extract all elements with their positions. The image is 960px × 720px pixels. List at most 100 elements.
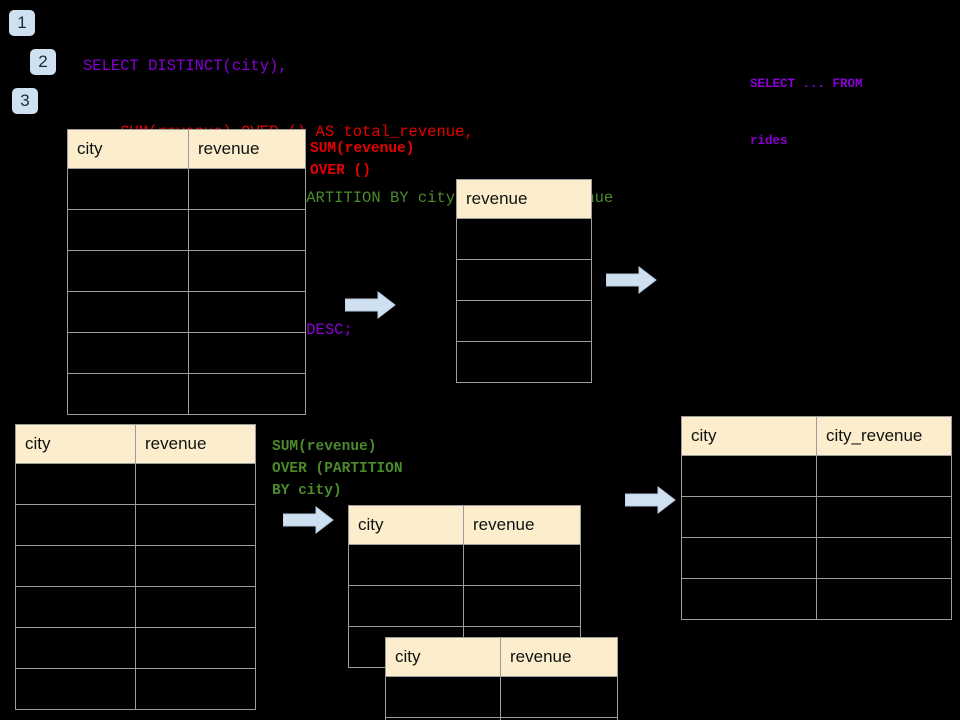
table-header-row: city revenue xyxy=(67,129,306,169)
cell xyxy=(15,463,136,505)
table-source-top: city revenue xyxy=(67,129,306,415)
cell xyxy=(15,627,136,669)
table-row xyxy=(15,668,256,710)
column-header-city: city xyxy=(385,637,501,677)
table-row xyxy=(67,332,306,374)
cell xyxy=(67,373,189,415)
cell xyxy=(385,676,501,718)
cell xyxy=(816,537,952,579)
table-header-row: city revenue xyxy=(385,637,618,677)
table-row xyxy=(67,291,306,333)
side-note-select-from: SELECT ... FROM rides xyxy=(750,37,863,189)
column-header-city-revenue: city_revenue xyxy=(816,416,952,456)
cell xyxy=(188,373,306,415)
column-header-revenue: revenue xyxy=(188,129,306,169)
side-note-line-2: rides xyxy=(750,134,788,148)
table-row xyxy=(348,585,581,627)
annotation-sum-over-empty: SUM(revenue) OVER () xyxy=(310,141,415,179)
cell xyxy=(67,291,189,333)
table-header-row: revenue xyxy=(456,179,592,219)
cell xyxy=(188,250,306,292)
table-body xyxy=(15,463,256,710)
arrow-total-to-result-icon xyxy=(606,265,658,295)
column-header-city: city xyxy=(681,416,817,456)
cell xyxy=(456,300,592,342)
table-row xyxy=(456,300,592,342)
cell xyxy=(456,341,592,383)
cell xyxy=(15,545,136,587)
table-row xyxy=(15,586,256,628)
cell xyxy=(135,545,256,587)
table-row xyxy=(681,537,952,579)
table-row xyxy=(67,373,306,415)
table-source-bottom: city revenue xyxy=(15,424,256,710)
table-row xyxy=(348,544,581,586)
cell xyxy=(681,455,817,497)
cell xyxy=(456,218,592,260)
cell xyxy=(135,627,256,669)
cell xyxy=(500,717,618,720)
table-row xyxy=(67,250,306,292)
table-row xyxy=(385,717,618,720)
cell xyxy=(135,504,256,546)
cell xyxy=(816,455,952,497)
cell xyxy=(67,250,189,292)
cell xyxy=(15,504,136,546)
cell xyxy=(816,578,952,620)
table-body xyxy=(385,676,618,720)
column-header-city: city xyxy=(15,424,136,464)
table-partition-back: city revenue xyxy=(348,505,581,668)
table-header-row: city revenue xyxy=(348,505,581,545)
column-header-revenue: revenue xyxy=(456,179,592,219)
table-row xyxy=(681,496,952,538)
table-row xyxy=(15,545,256,587)
cell xyxy=(681,578,817,620)
column-header-revenue: revenue xyxy=(135,424,256,464)
arrow-partition-to-result-icon xyxy=(625,485,677,515)
table-row xyxy=(15,627,256,669)
table-row xyxy=(67,168,306,210)
cell xyxy=(15,586,136,628)
column-header-revenue: revenue xyxy=(463,505,581,545)
table-partition-front: city revenue xyxy=(385,637,618,720)
table-row xyxy=(456,259,592,301)
cell xyxy=(67,209,189,251)
column-header-revenue: revenue xyxy=(500,637,618,677)
table-row xyxy=(15,504,256,546)
arrow-source-to-partition-icon xyxy=(283,505,335,535)
table-row xyxy=(681,455,952,497)
column-header-city: city xyxy=(348,505,464,545)
table-header-row: city city_revenue xyxy=(681,416,952,456)
cell xyxy=(135,668,256,710)
arrow-source-to-total-icon xyxy=(345,290,397,320)
step-badge-1: 1 xyxy=(9,10,35,36)
step-badge-3: 3 xyxy=(12,88,38,114)
table-row xyxy=(385,676,618,718)
table-body xyxy=(681,455,952,620)
cell xyxy=(135,463,256,505)
cell xyxy=(681,537,817,579)
table-body xyxy=(456,218,592,383)
table-total-revenue: revenue xyxy=(456,179,592,383)
table-row xyxy=(456,341,592,383)
column-header-city: city xyxy=(67,129,189,169)
step-badge-2: 2 xyxy=(30,49,56,75)
annotation-sum-over-partition: SUM(revenue) OVER (PARTITION BY city) xyxy=(272,439,403,499)
cell xyxy=(188,332,306,374)
side-note-line-1: SELECT ... FROM xyxy=(750,77,863,91)
cell xyxy=(456,259,592,301)
table-row xyxy=(456,218,592,260)
cell xyxy=(15,668,136,710)
cell xyxy=(681,496,817,538)
cell xyxy=(500,676,618,718)
cell xyxy=(67,168,189,210)
cell xyxy=(188,209,306,251)
cell xyxy=(67,332,189,374)
sql-line-select: SELECT DISTINCT(city), xyxy=(83,57,288,75)
cell xyxy=(188,291,306,333)
cell xyxy=(463,544,581,586)
table-body xyxy=(67,168,306,415)
cell xyxy=(188,168,306,210)
table-row xyxy=(15,463,256,505)
